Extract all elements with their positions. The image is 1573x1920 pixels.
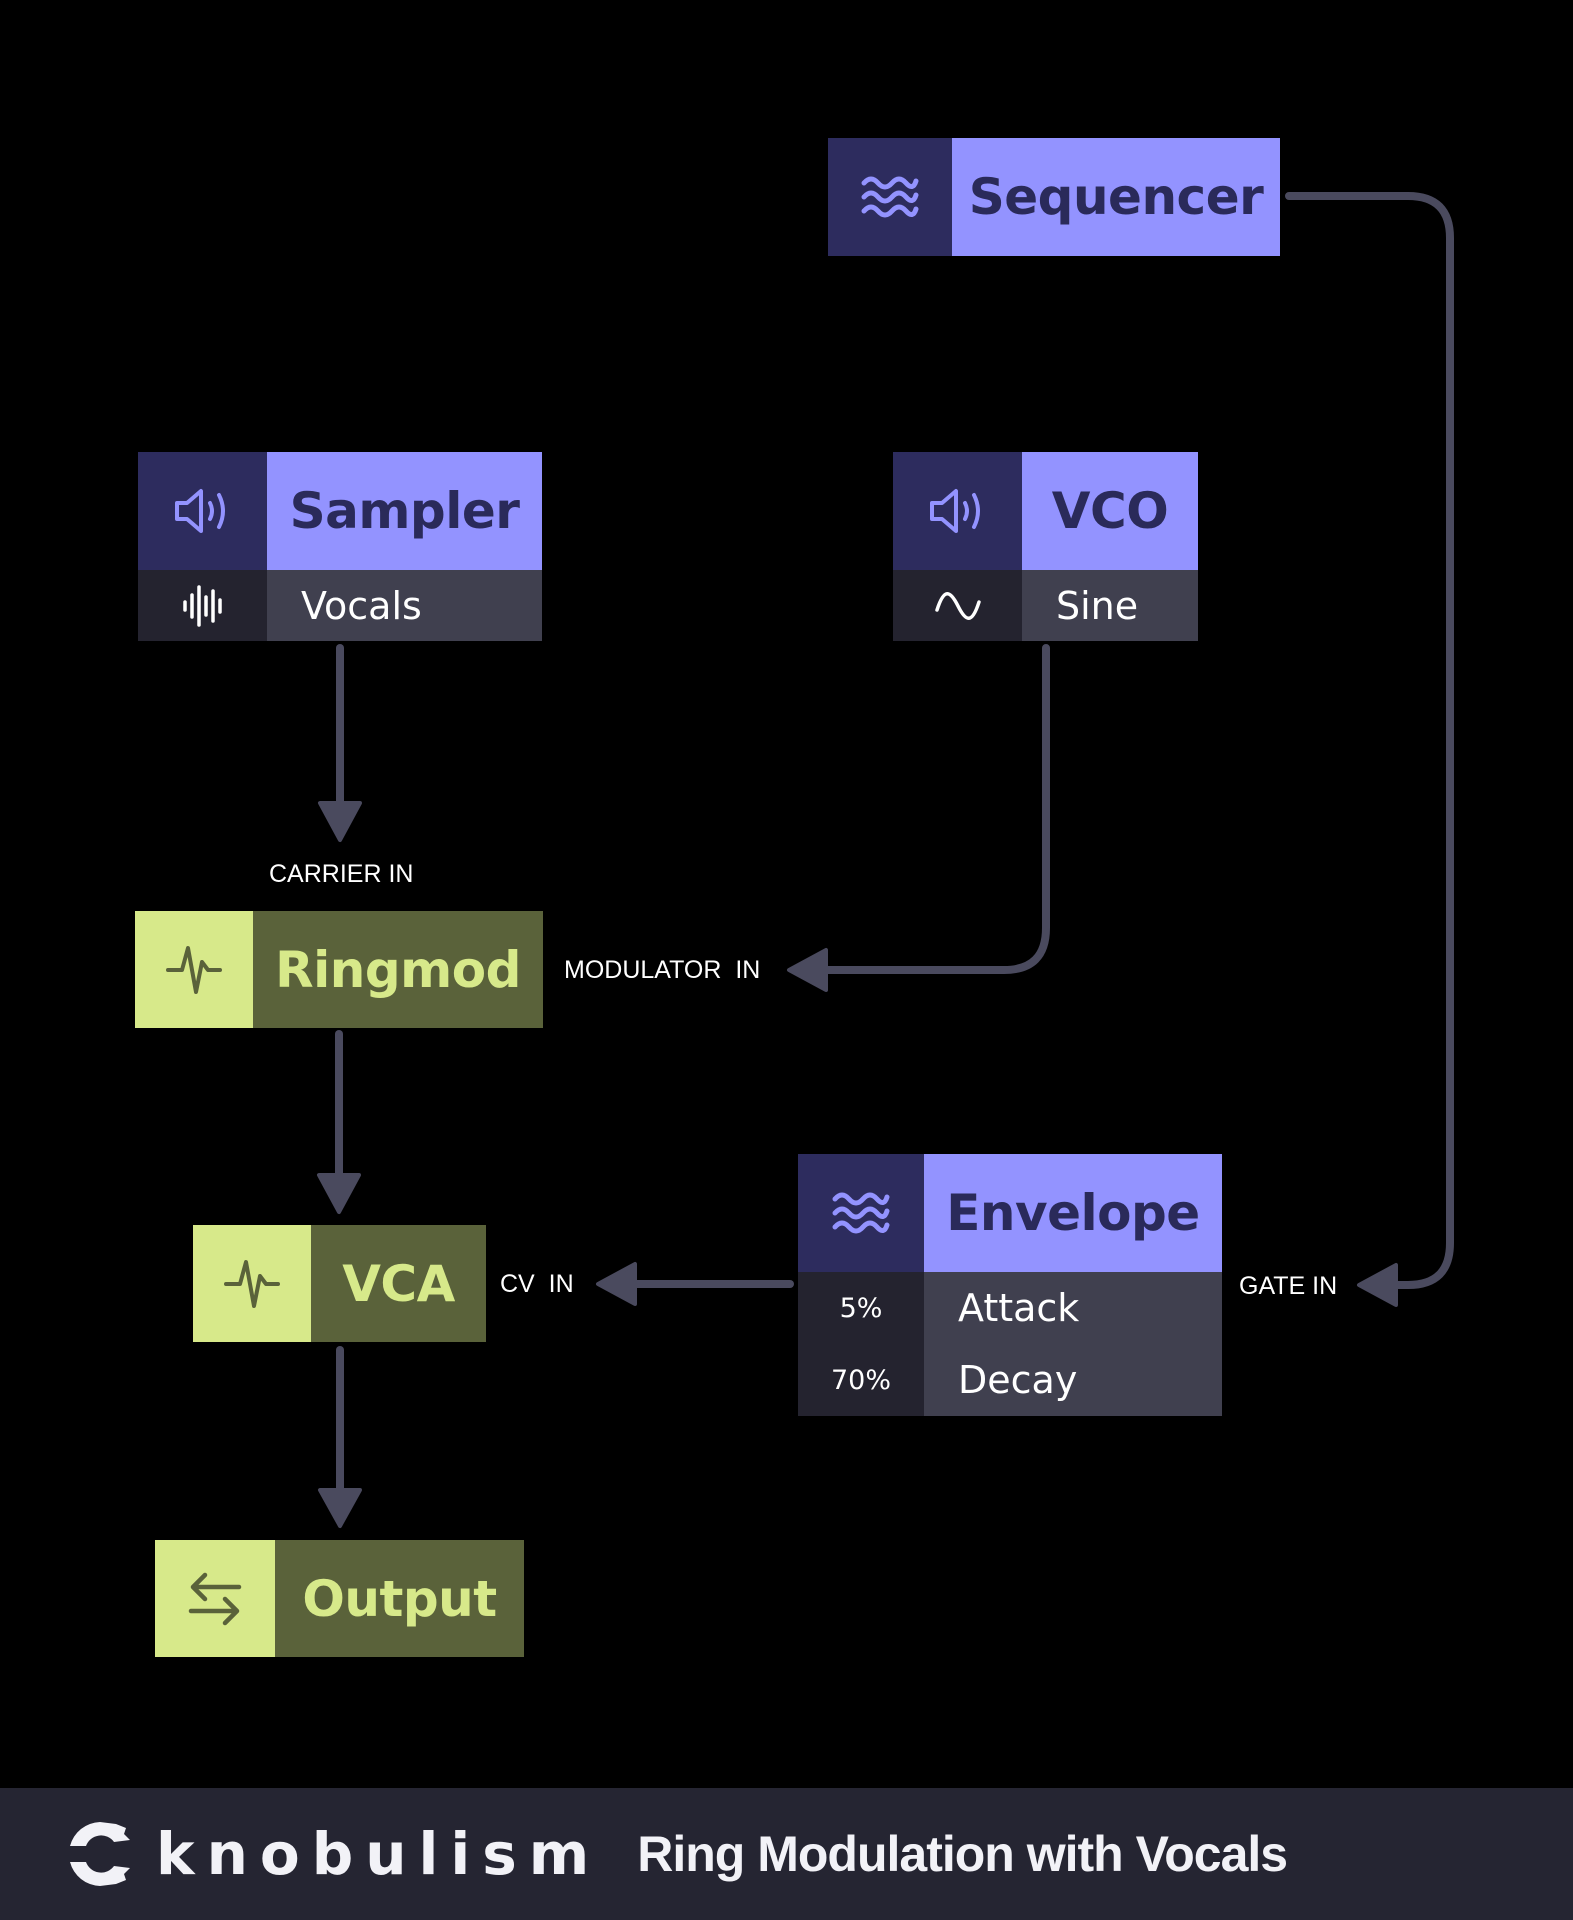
module-title: VCA [311,1225,486,1342]
pulse-icon [193,1225,311,1342]
attack-value[interactable]: 5% [798,1272,924,1344]
arrowhead-cv-in [596,1262,637,1306]
knobulism-logo-icon [64,1818,136,1890]
waveform-icon [138,570,267,641]
modulator-in-label: MODULATOR IN [564,956,761,984]
module-title: Sequencer [952,138,1280,256]
decay-value[interactable]: 70% [798,1344,924,1416]
module-title: Envelope [924,1154,1222,1272]
module-title: Ringmod [253,911,543,1028]
arrowhead-carrier-in [318,801,362,842]
ringmod-module[interactable]: Ringmod [135,911,543,1028]
sample-name: Vocals [267,570,542,641]
sine-wave-icon [893,570,1022,641]
arrowhead-gate-in [1357,1263,1398,1307]
vca-module[interactable]: VCA [193,1225,486,1342]
gate-in-label: GATE IN [1239,1272,1338,1300]
decay-label: Decay [924,1344,1222,1416]
cable-vco-to-ringmod [811,644,1050,974]
brand-name: knobulism [156,1820,602,1888]
arrowhead-output-in [318,1488,362,1528]
vco-module[interactable]: VCO Sine [893,452,1198,641]
waves-icon [798,1154,924,1272]
footer-bar: knobulism Ring Modulation with Vocals [0,1788,1573,1920]
attack-label: Attack [924,1272,1222,1344]
module-title: Sampler [267,452,542,570]
module-title: VCO [1022,452,1198,570]
envelope-module[interactable]: Envelope 5% Attack 70% Decay [798,1154,1222,1416]
cv-in-label: CV IN [500,1270,574,1298]
patch-title: Ring Modulation with Vocals [637,1826,1288,1882]
waveform-name: Sine [1022,570,1198,641]
output-module[interactable]: Output [155,1540,524,1657]
speaker-icon [138,452,267,570]
arrowhead-vca-in [317,1173,361,1214]
waves-icon [828,138,952,256]
sampler-module[interactable]: Sampler Vocals [138,452,542,641]
arrowhead-modulator-in [787,948,828,992]
module-title: Output [275,1540,524,1657]
cable-sequencer-to-envelope [1285,192,1454,1289]
pulse-icon [135,911,253,1028]
swap-arrows-icon [155,1540,275,1657]
speaker-icon [893,452,1022,570]
patch-cables [317,192,1454,1528]
carrier-in-label: CARRIER IN [269,860,414,888]
sequencer-module[interactable]: Sequencer [828,138,1280,256]
